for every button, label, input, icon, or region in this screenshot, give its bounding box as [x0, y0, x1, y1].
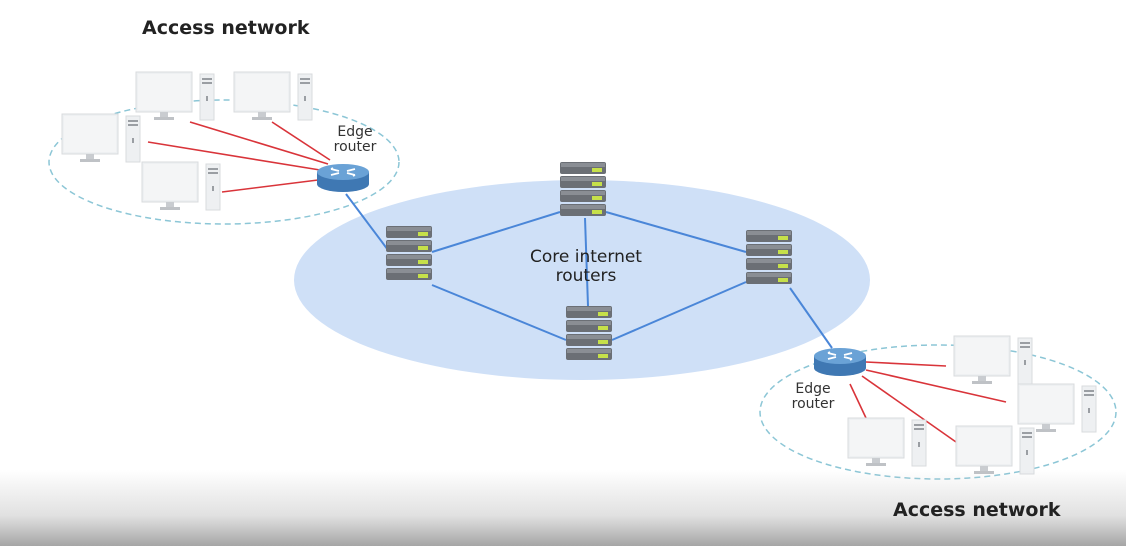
core-routers-label-line2: routers: [555, 265, 617, 286]
core-link-bottom-right: [611, 281, 747, 341]
core-link-left-bottom: [431, 284, 567, 341]
core-link-left-top: [431, 211, 561, 253]
core-region: [294, 180, 870, 380]
desktop-computer-icon: [1017, 383, 1097, 433]
desktop-computer-icon: [141, 161, 221, 211]
edge-router-icon: [813, 347, 867, 377]
core-link-top-right: [605, 211, 747, 253]
core-routers-label: Core internet routers: [506, 248, 666, 285]
core-link-top-bottom: [584, 217, 589, 307]
core-routers-label-line1: Core internet: [530, 247, 642, 267]
access-links-top: [147, 121, 331, 193]
edge-router-label-bottom: Edge router: [778, 381, 848, 413]
desktop-computer-icon: [847, 417, 927, 467]
edge-router-label-top-line1: Edge: [337, 124, 373, 140]
desktop-computer-icon: [233, 71, 313, 121]
desktop-computer-icon: [61, 113, 141, 163]
edge-router-label-bottom-line2: router: [791, 396, 835, 413]
access-network-heading-top: Access network: [142, 17, 310, 39]
access-links-bottom: [849, 361, 1007, 443]
edge-router-label-top: Edge router: [320, 124, 390, 156]
desktop-computer-icon: [955, 425, 1035, 475]
access-region-top: [48, 99, 400, 225]
core-links: [345, 193, 833, 349]
edge-router-label-top-line2: router: [333, 139, 377, 156]
edge-link-top: [345, 193, 389, 251]
desktop-computer-icon: [953, 335, 1033, 385]
desktop-computer-icon: [135, 71, 215, 121]
edge-router-icon: [316, 163, 370, 193]
edge-link-bottom: [789, 287, 833, 349]
access-network-heading-bottom: Access network: [893, 499, 1061, 521]
edge-router-label-bottom-line1: Edge: [795, 381, 831, 397]
